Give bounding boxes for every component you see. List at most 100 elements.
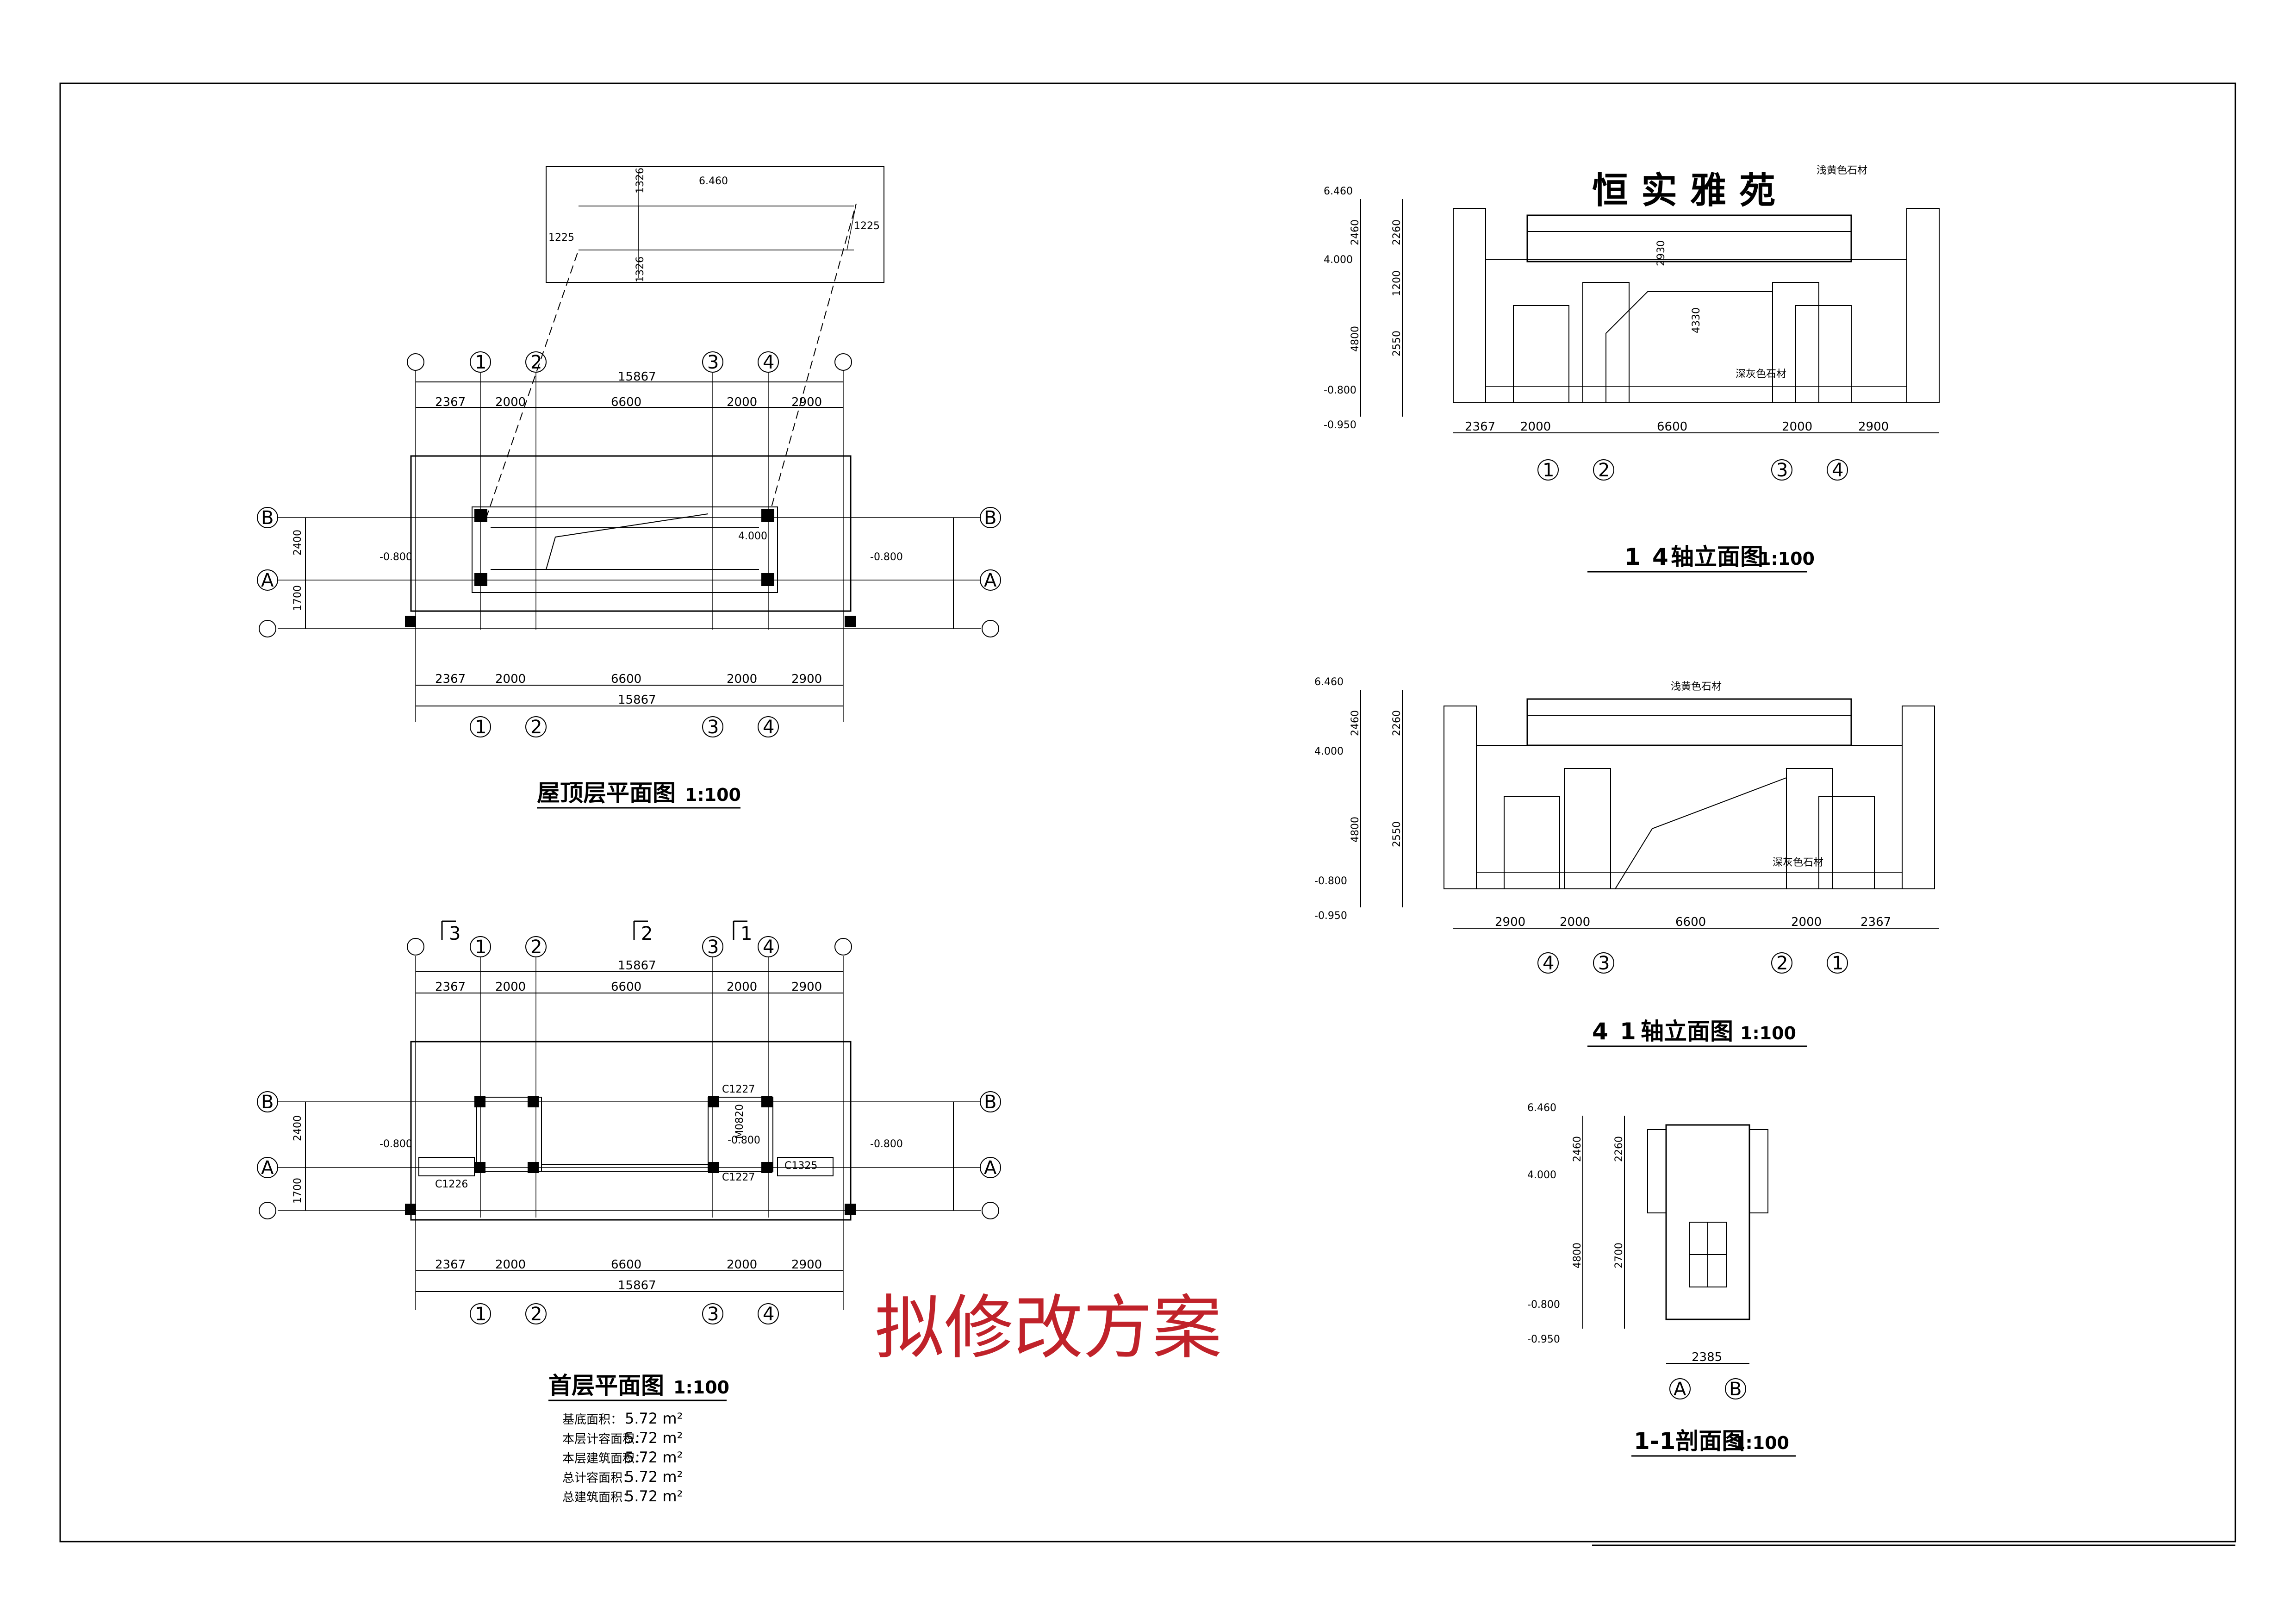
gate-sign-1-4: 恒实雅苑 <box>1592 170 1788 212</box>
e41-lvl-b: 4.000 <box>1314 746 1344 757</box>
e14-lvl-d: -0.950 <box>1324 419 1356 431</box>
e41-v2: 2260 <box>1391 710 1403 736</box>
roof-dim-a: 2367 <box>435 395 466 409</box>
gp-bdim-c: 6600 <box>611 1258 641 1272</box>
e41-v3: 4800 <box>1350 817 1361 843</box>
gp-axis-a-right: A <box>984 1157 997 1179</box>
axis-a-right: A <box>984 570 997 591</box>
gp-dim-a: 2367 <box>435 980 466 994</box>
gp-axis-4: 4 <box>763 937 774 958</box>
gp-axis-3: 3 <box>707 937 719 958</box>
e14-lvl-c: -0.800 <box>1324 385 1356 396</box>
e14-lvl-a: 6.460 <box>1324 186 1353 197</box>
e41-axis-3: 3 <box>1598 953 1610 974</box>
gp-dim-c: 6600 <box>611 980 641 994</box>
gp-axis-b-left: B <box>261 1092 274 1113</box>
elev-1-4-scale: 1:100 <box>1759 549 1815 569</box>
gp-dim-b: 2000 <box>495 980 526 994</box>
gp-window-tag-d: C1325 <box>784 1160 817 1172</box>
gp-axis-2: 2 <box>530 937 542 958</box>
gp-dim-e: 2900 <box>791 980 822 994</box>
area-label: 本层建筑面积： <box>562 1452 647 1466</box>
section-title: 1-1剖面图 <box>1634 1428 1745 1455</box>
sec-v1: 2460 <box>1572 1136 1583 1162</box>
roof-bdim-e: 2900 <box>791 672 822 686</box>
roof-bdim-d: 2000 <box>727 672 757 686</box>
section-mark-3: 3 <box>449 923 460 944</box>
e14-h-e: 2900 <box>1858 420 1889 434</box>
canopy-height: 2930 <box>1655 240 1667 266</box>
axis-2-bottom: 2 <box>530 717 542 738</box>
roof-dim-total: 15867 <box>618 370 656 384</box>
gate-height: 4330 <box>1691 307 1702 333</box>
elev-1-4-to: 4 <box>1652 543 1668 570</box>
roof-dim-d: 2000 <box>727 395 757 409</box>
ground-plan-scale: 1:100 <box>673 1377 729 1398</box>
e14-axis-4: 4 <box>1832 460 1843 481</box>
axis-3-bottom: 3 <box>707 717 719 738</box>
section-scale: 1:100 <box>1733 1433 1789 1453</box>
area-label: 基底面积： <box>562 1413 622 1427</box>
e14-h-b: 2000 <box>1520 420 1551 434</box>
gp-door-tag: M0820 <box>734 1104 746 1139</box>
sec-lvl-b: 4.000 <box>1527 1169 1556 1181</box>
sec-axis-a: A <box>1674 1379 1686 1400</box>
sheet-frame <box>59 82 2236 1543</box>
roof-offset-top: 1326 <box>635 168 646 194</box>
elev-4-1-title: 轴立面图 <box>1641 1018 1733 1045</box>
e41-lvl-d: -0.950 <box>1314 910 1347 922</box>
sec-lvl-d: -0.950 <box>1527 1334 1560 1345</box>
e41-axis-4: 4 <box>1543 953 1554 974</box>
roof-dim-e: 2900 <box>791 395 822 409</box>
e14-lvl-b: 4.000 <box>1324 254 1353 266</box>
roof-dim-b: 2000 <box>495 395 526 409</box>
roof-level-label: 6.460 <box>699 175 728 187</box>
gp-level-left: -0.800 <box>380 1138 412 1150</box>
e14-axis-1: 1 <box>1543 460 1554 481</box>
roof-plan: 6.460 1225 1225 1326 1326 1 2 3 4 15867 … <box>257 166 1001 809</box>
axis-3: 3 <box>707 352 719 373</box>
roof-bdim-b: 2000 <box>495 672 526 686</box>
gp-axis-4-bottom: 4 <box>763 1304 774 1325</box>
e14-v1: 2460 <box>1350 219 1361 245</box>
gp-window-tag-b: C1227 <box>722 1172 755 1183</box>
plan-level-left: -0.800 <box>380 551 412 563</box>
elev-4-1-from: 4 <box>1592 1018 1608 1045</box>
area-value: 5.72 m² <box>625 1429 683 1447</box>
gp-bdim-total: 15867 <box>618 1279 656 1293</box>
gp-dim-d: 2000 <box>727 980 757 994</box>
roof-bdim-total: 15867 <box>618 693 656 707</box>
area-label: 总建筑面积： <box>562 1491 635 1505</box>
e14-axis-3: 3 <box>1776 460 1788 481</box>
ground-plan: 3 2 1 1 2 3 4 15867 2367 2000 6600 2000 … <box>257 920 1001 1505</box>
elev-1-4-from: 1 <box>1624 543 1641 570</box>
axis-4: 4 <box>763 352 774 373</box>
section-mark-1: 1 <box>740 923 752 944</box>
sec-v2: 2260 <box>1613 1136 1625 1162</box>
gp-dim-total: 15867 <box>618 959 656 973</box>
sec-v4: 2700 <box>1613 1243 1625 1268</box>
gp-axis-a-left: A <box>261 1157 274 1179</box>
section-1-1: 6.460 4.000 -0.800 -0.950 2460 2260 4800… <box>1527 1102 1796 1457</box>
axis-1-bottom: 1 <box>475 717 486 738</box>
e14-v2: 2260 <box>1391 219 1403 245</box>
e41-h-c: 6600 <box>1675 915 1706 929</box>
revision-stamp: 拟修改方案 <box>875 1288 1222 1368</box>
elevation-4-1: 浅黄色石材 深灰色石材 6.460 4.000 -0.800 -0.950 24… <box>1314 676 1939 1047</box>
stone-note-base: 深灰色石材 <box>1736 369 1786 380</box>
e14-v3: 4800 <box>1350 326 1361 352</box>
roof-offset-right: 1225 <box>854 220 880 232</box>
axis-a-left: A <box>261 570 274 591</box>
section-width: 2385 <box>1692 1350 1722 1364</box>
ground-plan-title: 首层平面图 <box>548 1372 664 1399</box>
e41-axis-2: 2 <box>1776 953 1788 974</box>
gp-bdim-d: 2000 <box>727 1258 757 1272</box>
gp-window-tag-a: C1227 <box>722 1084 755 1095</box>
gp-depth-b: 1700 <box>292 1178 304 1204</box>
e14-h-a: 2367 <box>1465 420 1495 434</box>
roof-offset-bottom: 1326 <box>635 256 646 282</box>
section-mark-2: 2 <box>641 923 653 944</box>
axis-4-bottom: 4 <box>763 717 774 738</box>
axis-1: 1 <box>475 352 486 373</box>
